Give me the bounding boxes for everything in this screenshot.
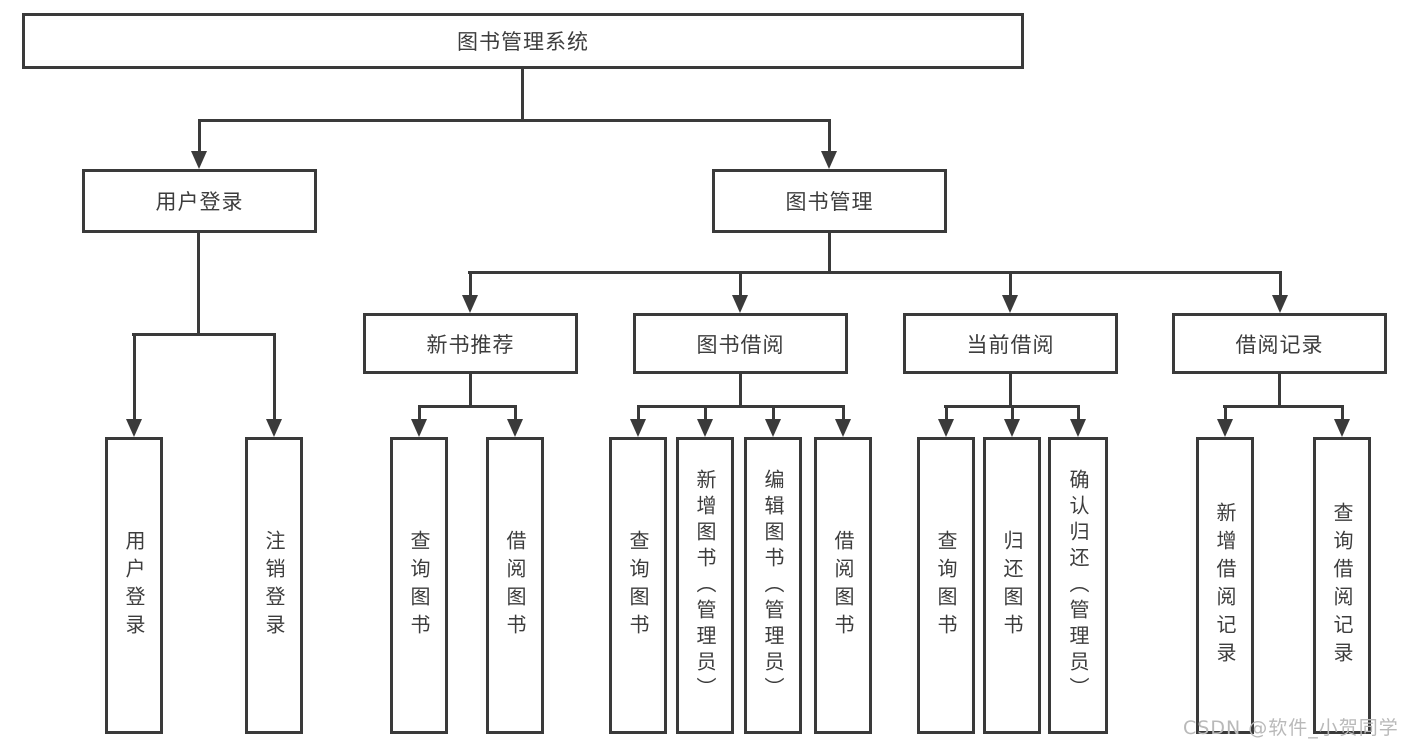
leaf-logout: 注销登录 <box>245 437 303 734</box>
down-arrow-icon <box>1217 419 1233 437</box>
leaf-label: 查询图书 <box>407 529 431 642</box>
arrow-shaft-leaf-logout <box>273 333 276 419</box>
down-arrow-icon <box>1334 419 1350 437</box>
arrow-shaft-leaf <box>1224 405 1227 421</box>
leaf-label: 查询图书 <box>626 529 650 642</box>
arrow-shaft-leaf-user-login <box>133 333 136 419</box>
leaf-add-books-admin: 新增图书（管理员） <box>676 437 734 734</box>
arrow-shaft-leaf <box>842 405 845 421</box>
leaf-label: 注销登录 <box>262 529 286 642</box>
down-arrow-icon <box>191 151 207 169</box>
arrow-shaft-book-management <box>828 119 831 153</box>
leaf-label: 新增借阅记录 <box>1213 501 1237 670</box>
leaf-query-borrow-record: 查询借阅记录 <box>1313 437 1371 734</box>
arrow-shaft-leaf <box>1077 405 1080 421</box>
arrow-shaft-leaf <box>945 405 948 421</box>
leaf-confirm-return-admin: 确认归还（管理员） <box>1048 437 1108 734</box>
node-current-borrowing: 当前借阅 <box>903 313 1118 374</box>
connector-vline-borrowing-records <box>1278 374 1281 408</box>
connector-vline-root <box>521 69 524 121</box>
down-arrow-icon <box>126 419 142 437</box>
arrow-shaft-user-login <box>198 119 201 153</box>
node-new-book-recommendation: 新书推荐 <box>363 313 578 374</box>
leaf-borrow-books-recommend: 借阅图书 <box>486 437 544 734</box>
connector-hline-new-book <box>418 405 517 408</box>
down-arrow-icon <box>1002 295 1018 313</box>
node-label: 当前借阅 <box>966 332 1055 357</box>
arrow-shaft-book-borrowing <box>739 271 742 297</box>
node-borrowing-records: 借阅记录 <box>1172 313 1387 374</box>
arrow-shaft-leaf <box>418 405 421 421</box>
arrow-shaft-leaf <box>1341 405 1344 421</box>
arrow-shaft-leaf <box>772 405 775 421</box>
arrow-shaft-leaf <box>704 405 707 421</box>
node-library-system: 图书管理系统 <box>22 13 1024 69</box>
down-arrow-icon <box>732 295 748 313</box>
node-label: 新书推荐 <box>426 332 515 357</box>
leaf-label: 新增图书（管理员） <box>693 468 717 703</box>
arrow-shaft-borrowing-records <box>1279 271 1282 297</box>
leaf-borrow-books-borrowing: 借阅图书 <box>814 437 872 734</box>
down-arrow-icon <box>266 419 282 437</box>
arrow-shaft-leaf <box>514 405 517 421</box>
down-arrow-icon <box>1070 419 1086 437</box>
down-arrow-icon <box>1272 295 1288 313</box>
node-user-login: 用户登录 <box>82 169 317 233</box>
leaf-label: 借阅图书 <box>503 529 527 642</box>
down-arrow-icon <box>507 419 523 437</box>
arrow-shaft-leaf <box>637 405 640 421</box>
leaf-return-books: 归还图书 <box>983 437 1041 734</box>
leaf-query-books-current: 查询图书 <box>917 437 975 734</box>
down-arrow-icon <box>1004 419 1020 437</box>
leaf-label: 借阅图书 <box>831 529 855 642</box>
down-arrow-icon <box>697 419 713 437</box>
connector-hline-user-login <box>132 333 275 336</box>
down-arrow-icon <box>835 419 851 437</box>
node-label: 用户登录 <box>155 190 244 214</box>
down-arrow-icon <box>821 151 837 169</box>
down-arrow-icon <box>462 295 478 313</box>
connector-vline-new-book <box>469 374 472 408</box>
connector-hline-book-borrowing <box>637 405 845 408</box>
connector-vline-current-borrowing <box>1009 374 1012 408</box>
leaf-query-books-borrowing: 查询图书 <box>609 437 667 734</box>
arrow-shaft-current-borrowing <box>1009 271 1012 297</box>
arrow-shaft-new-book <box>469 271 472 297</box>
leaf-edit-books-admin: 编辑图书（管理员） <box>744 437 802 734</box>
node-book-management: 图书管理 <box>712 169 947 233</box>
leaf-query-books-recommend: 查询图书 <box>390 437 448 734</box>
connector-hline-borrowing-records <box>1223 405 1344 408</box>
connector-vline-book-borrowing <box>739 374 742 408</box>
node-label: 图书管理 <box>785 190 874 214</box>
connector-hline-book-management <box>468 271 1282 274</box>
connector-hline-root <box>198 119 831 122</box>
node-book-borrowing: 图书借阅 <box>633 313 848 374</box>
down-arrow-icon <box>411 419 427 437</box>
node-label: 借阅记录 <box>1235 332 1324 357</box>
leaf-label: 确认归还（管理员） <box>1066 468 1090 703</box>
node-label: 图书管理系统 <box>457 30 589 54</box>
watermark-text: CSDN @软件_小贺同学 <box>1183 717 1399 739</box>
leaf-user-login: 用户登录 <box>105 437 163 734</box>
leaf-label: 归还图书 <box>1000 529 1024 642</box>
connector-vline-book-management <box>828 233 831 274</box>
connector-vline-user-login <box>197 233 200 335</box>
arrow-shaft-leaf <box>1011 405 1014 421</box>
down-arrow-icon <box>765 419 781 437</box>
leaf-label: 查询图书 <box>934 529 958 642</box>
leaf-label: 查询借阅记录 <box>1330 501 1354 670</box>
node-label: 图书借阅 <box>696 332 785 357</box>
down-arrow-icon <box>938 419 954 437</box>
leaf-label: 用户登录 <box>122 529 146 642</box>
down-arrow-icon <box>630 419 646 437</box>
leaf-label: 编辑图书（管理员） <box>761 468 785 703</box>
leaf-add-borrow-record: 新增借阅记录 <box>1196 437 1254 734</box>
